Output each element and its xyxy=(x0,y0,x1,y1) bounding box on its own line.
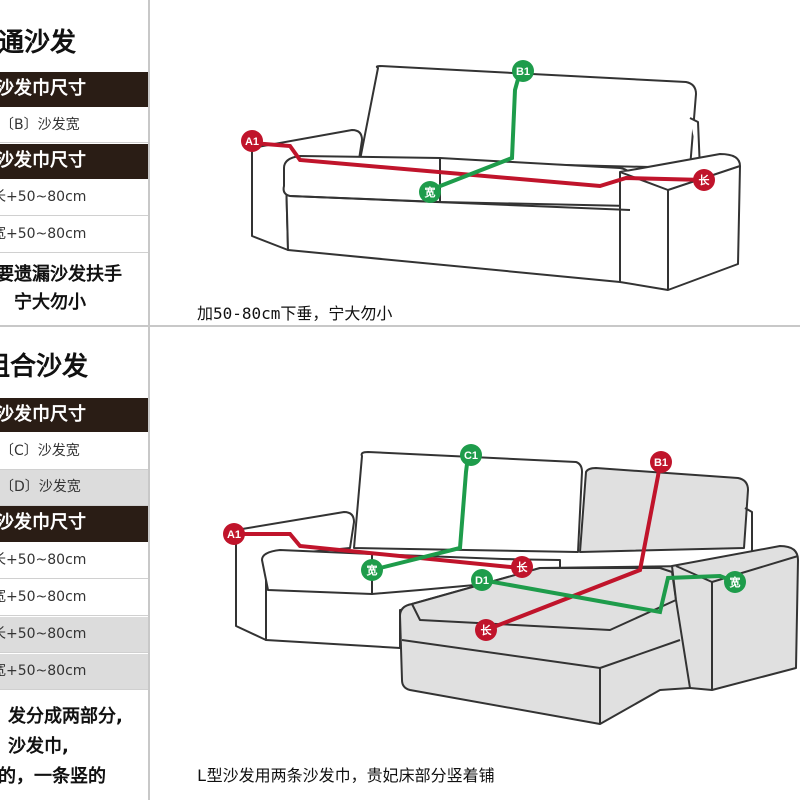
sofa-2-marker-c1: C1 xyxy=(460,444,482,466)
sofa-1-marker-a1: A1 xyxy=(241,130,263,152)
section1-note-1: 要遗漏沙发扶手 xyxy=(0,264,122,285)
sofa-2-red-line-a xyxy=(236,532,521,570)
sofa-1-marker-b1: B1 xyxy=(512,60,534,82)
marker-c1-label: C1 xyxy=(464,450,478,462)
section1-row-4: 长+50~80cm xyxy=(0,180,148,216)
section2-row-2: 长〔C〕沙发宽 xyxy=(0,434,148,470)
marker-long-label: 长 xyxy=(699,173,711,187)
marker-long1-label: 长 xyxy=(517,560,529,574)
section2-row-7: 长+50~80cm xyxy=(0,617,148,653)
vertical-divider xyxy=(148,0,150,800)
section2-note-1: 发分成两部分, xyxy=(8,706,123,727)
section2-note-3: 的，一条竖的 xyxy=(0,766,106,787)
sofa-1-green-line xyxy=(429,71,522,192)
section2-row-3: 长〔D〕沙发宽 xyxy=(0,470,148,506)
section2-row-4: 沙发巾尺寸 xyxy=(0,506,148,542)
sofa-1-marker-long: 长 xyxy=(693,169,715,191)
section1-row-5: 宽+50~80cm xyxy=(0,217,148,253)
section2-row-5: 长+50~80cm xyxy=(0,543,148,579)
sofa-1-marker-wide: 宽 xyxy=(419,181,441,203)
sofa-2-marker-d1: D1 xyxy=(471,569,493,591)
marker-long2-label: 长 xyxy=(481,623,493,637)
horizontal-divider xyxy=(0,325,800,327)
sofa-1-drawing xyxy=(251,65,741,291)
section2-heading: 组合沙发 xyxy=(0,352,89,382)
section2-caption: L型沙发用两条沙发巾，贵妃床部分竖着铺 xyxy=(197,766,495,785)
section1-caption: 加50-80cm下垂，宁大勿小 xyxy=(197,304,393,323)
marker-a1-label-2: A1 xyxy=(227,529,241,541)
section1-row-2: 长〔B〕沙发宽 xyxy=(0,108,148,143)
section2-row-1: 沙发巾尺寸 xyxy=(0,398,148,432)
sofa-2-marker-b1: B1 xyxy=(650,451,672,473)
marker-b1-label-2: B1 xyxy=(654,457,668,469)
section1-row-1: 沙发巾尺寸 xyxy=(0,72,148,107)
sofa-2-marker-wide-1: 宽 xyxy=(361,559,383,581)
section2-row-8: 宽+50~80cm xyxy=(0,654,148,690)
marker-a1-label: A1 xyxy=(245,136,259,148)
section2-note-2: 沙发巾, xyxy=(8,736,69,757)
marker-wide1-label: 宽 xyxy=(366,563,378,577)
marker-d1-label: D1 xyxy=(475,575,489,587)
size-table: 普通沙发 沙发巾尺寸 长〔B〕沙发宽 沙发巾尺寸 长+50~80cm 宽+50~… xyxy=(0,0,148,800)
sofa-2-marker-long-2: 长 xyxy=(475,619,497,641)
marker-wide2-label: 宽 xyxy=(729,575,741,589)
marker-wide-label: 宽 xyxy=(424,185,436,199)
section1-note-2: 宁大勿小 xyxy=(14,292,86,313)
marker-b1-label: B1 xyxy=(516,66,530,78)
sofa-2-marker-wide-2: 宽 xyxy=(724,571,746,593)
sofa-2-marker-a1: A1 xyxy=(223,523,245,545)
sofa-2-marker-long-1: 长 xyxy=(511,556,533,578)
section1-heading: 普通沙发 xyxy=(0,28,77,58)
sofa-1-red-line xyxy=(252,141,706,189)
section2-row-6: 宽+50~80cm xyxy=(0,580,148,616)
section1-row-3: 沙发巾尺寸 xyxy=(0,144,148,179)
